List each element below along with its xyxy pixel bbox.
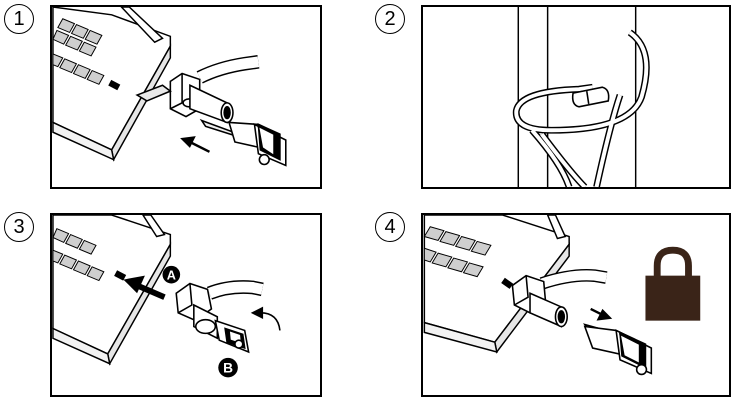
padlock-icon [645,246,701,321]
arrow-icon [123,275,166,300]
callout-a-badge: A [162,265,181,284]
cable-lock-icon [135,55,260,124]
cable-lock-icon [511,268,608,328]
cable-lock-icon [512,29,650,187]
callout-b-badge: B [218,357,238,378]
cable-lock-icon [175,280,264,340]
step-2-panel [421,5,731,189]
step-3-number: 3 [4,212,34,242]
key-icon [199,118,287,167]
step-4-panel [421,213,731,397]
step-1-panel [50,5,322,189]
laptop-icon [52,215,172,366]
arrow-icon [180,136,211,153]
step-3-illustration: A B [52,215,281,378]
step-4-illustration [423,215,701,376]
step-1-illustration [52,7,287,167]
step-4-number: 4 [375,212,405,242]
key-icon [214,319,250,354]
step-3-panel: A B [50,213,322,397]
rotate-arrow-icon [250,306,281,331]
callout-a-label: A [167,268,176,283]
step-2-illustration [512,7,650,187]
arrow-icon [590,307,613,321]
callout-b-label: B [223,361,233,376]
step-1-number: 1 [4,4,34,34]
step-2-number: 2 [375,4,405,34]
key-icon [582,323,653,376]
laptop-icon [52,7,172,162]
